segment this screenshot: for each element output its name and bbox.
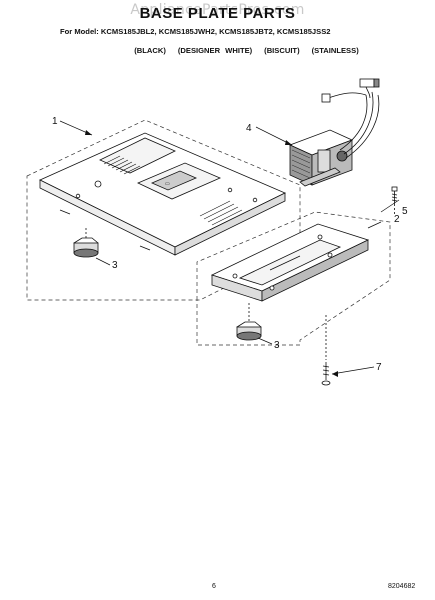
callout-7: 7 bbox=[376, 362, 382, 373]
svg-text:▭: ▭ bbox=[165, 181, 170, 187]
callout-1: 1 bbox=[52, 116, 58, 127]
document-number: 8204682 bbox=[388, 583, 416, 590]
color-stainless: (STAINLESS) bbox=[311, 46, 359, 55]
bracket-part bbox=[210, 223, 370, 302]
callout-2: 2 bbox=[394, 214, 400, 225]
callout-3-upper: 3 bbox=[112, 260, 118, 271]
color-black: (BLACK) bbox=[134, 46, 166, 55]
transformer-part bbox=[288, 78, 380, 187]
callout-5: 5 bbox=[402, 206, 408, 217]
foot-part-lower bbox=[236, 303, 262, 341]
screw-part-7 bbox=[321, 315, 331, 386]
callout-4: 4 bbox=[246, 123, 252, 134]
color-list: (BLACK) (DESIGNER WHITE) (BISCUIT) (STAINLE… bbox=[124, 37, 371, 55]
foot-part-upper bbox=[73, 228, 99, 258]
color-designer-white: (DESIGNER WHITE) bbox=[177, 46, 253, 55]
leader-arrows bbox=[85, 130, 338, 377]
page-number: 6 bbox=[212, 583, 216, 590]
dashed-group-bracket bbox=[196, 211, 391, 346]
screw-part-5 bbox=[391, 186, 398, 214]
watermark: AppliancePartsPros.com bbox=[130, 2, 305, 18]
color-biscuit: (BISCUIT) bbox=[264, 46, 300, 55]
page-title: BASE PLATE PARTS bbox=[139, 5, 296, 22]
base-plate-part: ▭ bbox=[39, 132, 286, 256]
callout-3-lower: 3 bbox=[274, 340, 280, 351]
model-list: For Model: KCMS185JBL2, KCMS185JWH2, KCM… bbox=[60, 27, 331, 36]
